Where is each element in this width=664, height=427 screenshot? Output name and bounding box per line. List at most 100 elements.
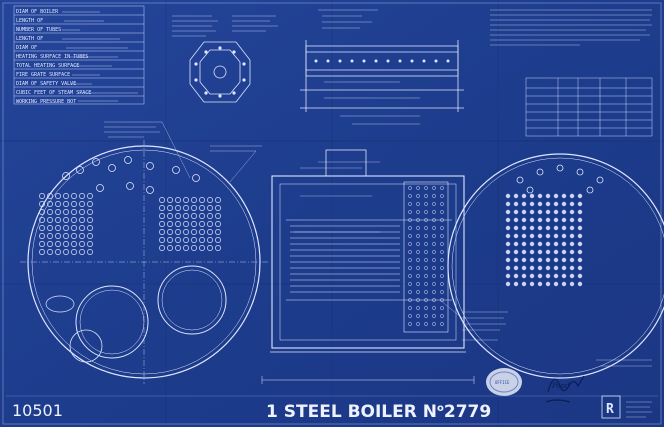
tube-hole: [47, 249, 53, 255]
tube-hole: [577, 233, 583, 239]
stay-end: [440, 258, 444, 262]
tube-hole: [577, 249, 583, 255]
stay-end: [424, 242, 428, 246]
stay-end: [408, 306, 412, 310]
tube-hole: [569, 241, 575, 247]
tube-hole: [569, 193, 575, 199]
tube-hole: [505, 233, 511, 239]
stay-end: [408, 226, 412, 230]
tube-hole: [199, 197, 205, 203]
tube-hole: [505, 249, 511, 255]
tube-hole: [71, 233, 77, 239]
stay-end: [440, 186, 444, 190]
tube-hole: [47, 193, 53, 199]
stay-end: [432, 234, 436, 238]
stay-end: [416, 290, 420, 294]
tube-hole: [505, 225, 511, 231]
tube-hole: [553, 281, 559, 287]
drawing-number: 10501: [12, 401, 63, 420]
stay-end: [440, 218, 444, 222]
stay-detail: [300, 40, 464, 112]
tube-hole: [521, 217, 527, 223]
tube-hole: [207, 229, 213, 235]
tube-hole: [207, 237, 213, 243]
tube-hole: [545, 225, 551, 231]
tube-hole: [577, 273, 583, 279]
tube-hole: [199, 229, 205, 235]
tube-hole: [505, 209, 511, 215]
tube-hole: [505, 273, 511, 279]
stay-end: [408, 242, 412, 246]
tube-hole: [553, 217, 559, 223]
tube-hole: [39, 193, 45, 199]
tube-hole: [521, 273, 527, 279]
stay-end: [408, 314, 412, 318]
stay-end: [432, 298, 436, 302]
tube-hole: [39, 241, 45, 247]
stay-end: [432, 194, 436, 198]
tube-hole: [521, 241, 527, 247]
tube-hole: [191, 245, 197, 251]
signature-text: Pond: [551, 382, 570, 390]
tube-hole: [39, 201, 45, 207]
tube-hole: [79, 217, 85, 223]
stay-end: [416, 258, 420, 262]
stay-end: [432, 242, 436, 246]
boiler-rear-end-view: [447, 153, 664, 379]
tube-hole: [545, 257, 551, 263]
stay-end: [432, 202, 436, 206]
tube-hole: [513, 281, 519, 287]
tube-hole: [191, 229, 197, 235]
tube-hole: [207, 197, 213, 203]
rivet-table: [525, 77, 653, 137]
tube-hole: [55, 233, 61, 239]
tube-hole: [199, 213, 205, 219]
tube-hole: [79, 241, 85, 247]
tube-hole: [47, 241, 53, 247]
tube-hole: [159, 229, 165, 235]
tube-hole: [175, 213, 181, 219]
stay-hole: [92, 158, 100, 166]
stay-end: [432, 210, 436, 214]
tube-hole: [569, 209, 575, 215]
stay-end: [416, 186, 420, 190]
stay-hole: [536, 168, 544, 176]
spec-row-label: FIRE GRATE SURFACE: [16, 72, 70, 78]
stay-end: [440, 234, 444, 238]
tube-hole: [215, 237, 221, 243]
stay-end: [440, 322, 444, 326]
tube-hole: [577, 217, 583, 223]
tube-hole: [561, 265, 567, 271]
tube-hole: [175, 197, 181, 203]
tube-hole: [55, 209, 61, 215]
tube-hole: [167, 245, 173, 251]
tube-hole: [505, 281, 511, 287]
stay-end: [432, 282, 436, 286]
stay-end: [432, 226, 436, 230]
tube-hole: [191, 197, 197, 203]
tube-hole: [529, 217, 535, 223]
stay-hole: [596, 176, 604, 184]
stay-end: [416, 274, 420, 278]
stay-end: [424, 274, 428, 278]
stay-end: [432, 322, 436, 326]
tube-hole: [39, 249, 45, 255]
tube-hole: [537, 281, 543, 287]
tube-hole: [71, 249, 77, 255]
stay-end: [424, 186, 428, 190]
tube-hole: [577, 193, 583, 199]
tube-hole: [39, 225, 45, 231]
stay-end: [432, 258, 436, 262]
stay-end: [424, 258, 428, 262]
tube-hole: [505, 217, 511, 223]
stay-rows: [408, 186, 444, 326]
stay-end: [440, 266, 444, 270]
stay-hole: [576, 168, 584, 176]
stay-end: [440, 290, 444, 294]
tube-hole: [561, 225, 567, 231]
tube-hole: [215, 221, 221, 227]
tube-hole: [521, 233, 527, 239]
tube-rows: [290, 225, 400, 293]
